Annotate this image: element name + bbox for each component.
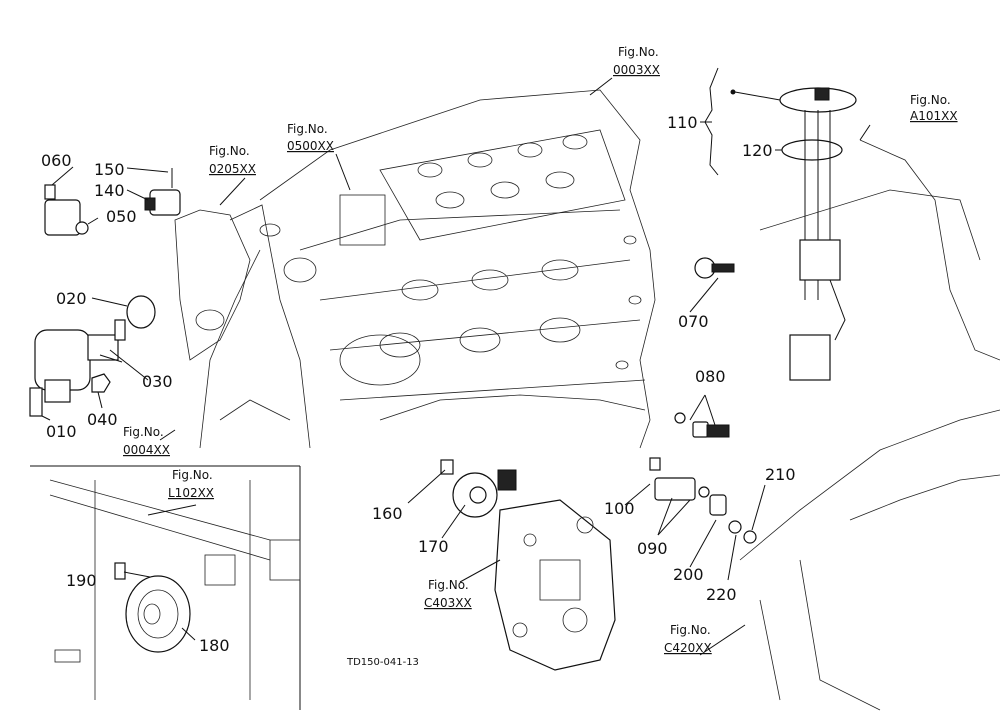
part-label-050: 050 — [106, 207, 137, 226]
part-label-220: 220 — [706, 585, 737, 604]
part-label-170: 160 — [372, 504, 403, 523]
svg-text:0205XX: 0205XX — [209, 162, 256, 176]
fig-ref-0004XX: Fig.No. 0004XX — [123, 425, 170, 457]
fuel-sender — [730, 87, 857, 381]
sensor-090-group — [649, 457, 757, 544]
figure-references: Fig.No. 0003XX Fig.No. A101XX Fig.No. 02… — [123, 45, 958, 655]
svg-text:Fig.No.: Fig.No. — [910, 93, 951, 107]
svg-text:Fig.No.: Fig.No. — [670, 623, 711, 637]
svg-text:Fig.No.: Fig.No. — [209, 144, 250, 158]
svg-text:A101XX: A101XX — [910, 109, 958, 123]
drawing-code: TD150-041-13 — [346, 657, 419, 668]
part-label-120: 120 — [742, 141, 773, 160]
fig-ref-C403XX: Fig.No. C403XX — [424, 578, 472, 610]
part-label-150: 150 — [94, 160, 125, 179]
part-label-160: 170 — [418, 537, 449, 556]
fig-ref-C420XX: Fig.No. C420XX — [664, 623, 712, 655]
left-parts — [29, 168, 251, 417]
part-label-010: 010 — [46, 422, 77, 441]
fig-ref-A101XX: Fig.No. A101XX — [910, 93, 958, 123]
part-label-180: 180 — [199, 636, 230, 655]
bottom-left-box — [30, 465, 301, 710]
fig-ref-0500XX: Fig.No. 0500XX — [287, 122, 334, 153]
part-label-040: 040 — [87, 410, 118, 429]
svg-text:C420XX: C420XX — [664, 641, 712, 655]
right-sensors — [674, 257, 735, 438]
svg-text:0003XX: 0003XX — [613, 63, 660, 77]
part-label-140: 140 — [94, 181, 125, 200]
part-label-060: 060 — [41, 151, 72, 170]
svg-text:Fig.No.: Fig.No. — [618, 45, 659, 59]
svg-text:C403XX: C403XX — [424, 596, 472, 610]
part-labels: 110 120 060 150 140 050 020 030 040 010 … — [41, 113, 796, 655]
valve-body — [440, 459, 616, 671]
svg-text:0004XX: 0004XX — [123, 443, 170, 457]
svg-text:Fig.No.: Fig.No. — [123, 425, 164, 439]
fig-ref-L102XX: Fig.No. L102XX — [168, 468, 214, 500]
part-label-020: 020 — [56, 289, 87, 308]
part-label-210: 210 — [765, 465, 796, 484]
svg-text:Fig.No.: Fig.No. — [428, 578, 469, 592]
fig-ref-0205XX: Fig.No. 0205XX — [209, 144, 256, 176]
part-label-190: 190 — [66, 571, 97, 590]
part-label-090: 090 — [637, 539, 668, 558]
svg-text:Fig.No.: Fig.No. — [287, 122, 328, 136]
part-label-200: 200 — [673, 565, 704, 584]
fig-ref-0003XX: Fig.No. 0003XX — [613, 45, 660, 77]
part-label-030: 030 — [142, 372, 173, 391]
svg-text:L102XX: L102XX — [168, 486, 214, 500]
transmission-case-outline — [739, 409, 1000, 711]
engine-block — [195, 89, 656, 449]
leader-lines — [41, 67, 871, 656]
svg-text:0500XX: 0500XX — [287, 139, 334, 153]
tractor-outline-right — [859, 139, 1000, 361]
part-label-080: 080 — [695, 367, 726, 386]
svg-text:Fig.No.: Fig.No. — [172, 468, 213, 482]
part-label-100: 100 — [604, 499, 635, 518]
part-label-070: 070 — [678, 312, 709, 331]
part-label-110: 110 — [667, 113, 698, 132]
